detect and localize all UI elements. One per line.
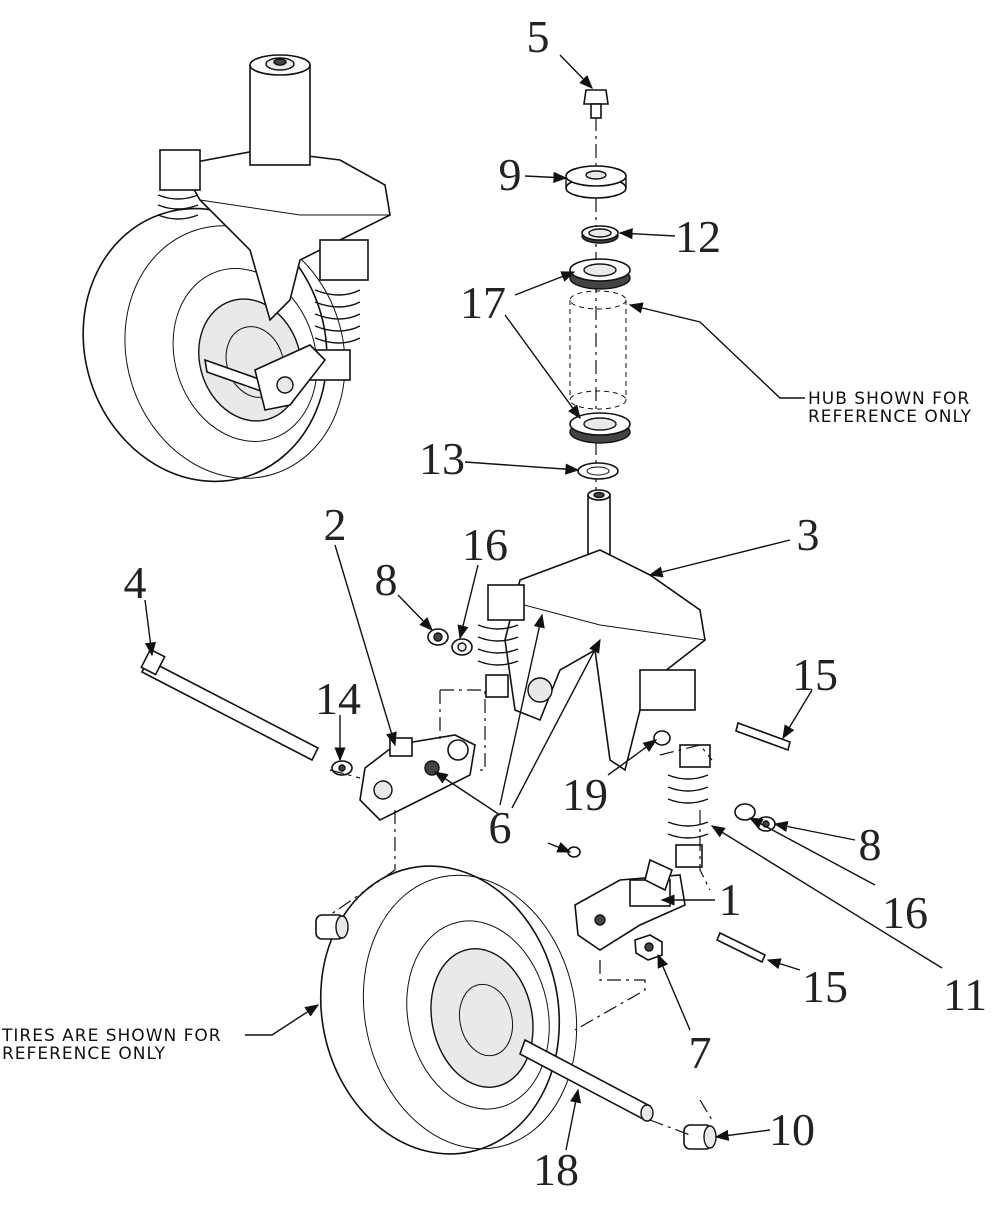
hub-reference xyxy=(569,290,627,410)
part-11-shock xyxy=(667,744,711,868)
part-4-axle-bolt xyxy=(140,648,320,762)
leader-lines xyxy=(144,54,943,1151)
part-3-fork xyxy=(477,489,706,772)
callout-17: 17 xyxy=(460,277,506,328)
part-15-bolt-upper xyxy=(735,721,791,752)
callout-4: 4 xyxy=(124,557,147,608)
assembled-caster-reference xyxy=(82,54,391,483)
callout-3: 3 xyxy=(797,509,820,560)
callout-16-lower: 16 xyxy=(882,887,928,938)
callout-9: 9 xyxy=(499,149,522,200)
part-8-nut-upper xyxy=(427,628,449,646)
callout-14: 14 xyxy=(315,673,361,724)
callout-8-upper: 8 xyxy=(375,554,398,605)
callout-19: 19 xyxy=(562,769,608,820)
part-10-bushing xyxy=(683,1124,717,1150)
tires-note-line1: TIRES ARE SHOWN FOR xyxy=(1,1026,222,1046)
hub-note-line2: REFERENCE ONLY xyxy=(808,407,972,427)
callout-18: 18 xyxy=(533,1144,579,1195)
part-12-seal xyxy=(581,225,619,244)
reference-notes: HUB SHOWN FOR REFERENCE ONLY TIRES ARE S… xyxy=(1,389,972,1064)
part-16-spacer-lower xyxy=(734,803,756,821)
alignment-lines xyxy=(329,689,713,1136)
part-17-bearing-bottom xyxy=(569,412,631,444)
callout-8-lower: 8 xyxy=(859,819,882,870)
callout-12: 12 xyxy=(675,211,721,262)
callout-7: 7 xyxy=(689,1027,712,1078)
callout-6-lower: 6 xyxy=(489,802,512,853)
part-2-arm-left xyxy=(359,734,476,821)
bushing-left xyxy=(315,914,349,940)
part-17-bearing-top xyxy=(569,258,631,290)
tire-reference xyxy=(319,865,578,1155)
part-8-nut-lower xyxy=(756,816,776,832)
part-1-arm-right xyxy=(574,858,686,951)
callout-16-upper: 16 xyxy=(462,519,508,570)
part-5-bolt xyxy=(583,89,609,119)
part-18-axle xyxy=(519,1038,654,1122)
part-13-washer xyxy=(577,462,619,480)
callout-labels: 5 9 12 17 13 3 2 16 8 4 14 15 19 6 8 1 1… xyxy=(124,11,988,1195)
part-16-spacer-upper xyxy=(451,638,473,656)
callout-1: 1 xyxy=(719,874,742,925)
callout-15-lower: 15 xyxy=(802,961,848,1012)
callout-15-upper: 15 xyxy=(792,649,838,700)
tires-note-line2: REFERENCE ONLY xyxy=(2,1044,166,1064)
callout-11: 11 xyxy=(943,969,987,1020)
hub-note-line1: HUB SHOWN FOR xyxy=(808,389,970,409)
callout-5: 5 xyxy=(527,11,550,62)
part-9-cap xyxy=(565,165,627,199)
part-19-bushing xyxy=(653,730,671,746)
part-15-bolt-lower xyxy=(715,931,767,964)
callout-2: 2 xyxy=(324,499,347,550)
callout-13: 13 xyxy=(419,433,465,484)
callout-10: 10 xyxy=(769,1104,815,1155)
